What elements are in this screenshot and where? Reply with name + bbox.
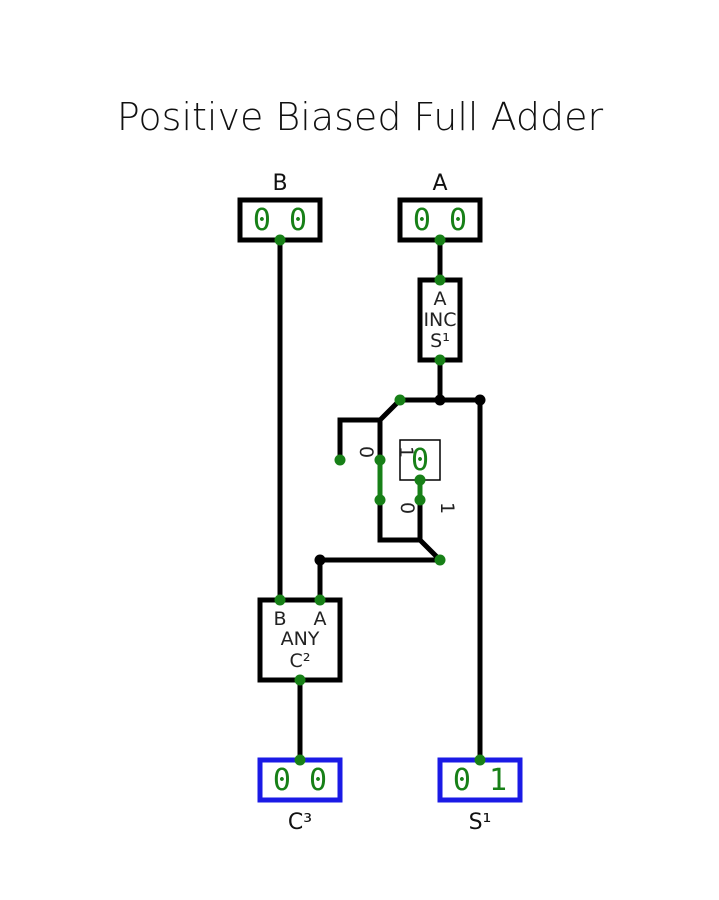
switch-value: 0 [411,443,429,478]
junction-any-a [314,554,326,566]
pins [274,234,486,766]
page-title: Positive Biased Full Adder [117,95,604,139]
input-a-value: 0 0 [413,203,467,238]
pin-any-a [314,594,326,606]
input-b-box[interactable] [237,197,323,243]
pin-any-out [294,674,306,686]
pin-inc-in [434,274,446,286]
wire-switch-out [377,500,442,562]
junction-s1-branch [474,394,486,406]
switch-label-top-0: 0 [355,446,377,458]
switch-label-bottom-0: 0 [396,502,418,514]
pin-switch-in0 [374,454,386,466]
inc-gate[interactable]: A INC S¹ [417,277,463,363]
junction-inc-bus [434,394,446,406]
wires [277,240,483,760]
inc-gate-input-label: A [434,288,447,310]
pin-switch-sel [414,474,426,486]
pin-switch-out1 [414,494,426,506]
output-s1-value: 0 1 [453,763,507,798]
output-s1-label: S¹ [469,810,492,835]
pin-inc-out [434,354,446,366]
output-s1: 0 1 S¹ [437,757,523,835]
input-a-label: A [432,171,447,196]
any-gate[interactable]: B A ANY C² [257,597,343,683]
pin-switch-out0 [374,494,386,506]
pin-b-out [274,234,286,246]
inc-gate-output-label: S¹ [430,330,450,352]
input-b-value: 0 0 [253,203,307,238]
switch[interactable]: 0 0 1 0 1 [355,439,458,514]
any-gate-body[interactable] [257,597,343,683]
switch-label-bottom-1: 1 [436,502,458,514]
pin-any-b [274,594,286,606]
pin-switch-merge [434,554,446,566]
any-gate-input-a-label: A [314,608,327,630]
inc-gate-name: INC [423,309,456,331]
any-gate-name: ANY [281,628,320,650]
any-gate-output-label: C² [290,650,311,672]
pin-const [334,454,346,466]
any-gate-input-b-label: B [273,608,286,630]
wire-to-any-a [317,557,440,600]
output-c3: 0 0 C³ [257,757,343,835]
pin-bus-left [394,394,406,406]
input-a[interactable]: A 0 0 [397,171,483,243]
input-b[interactable]: B 0 0 [237,171,323,243]
switch-label-top-1: 1 [395,446,417,458]
output-c3-label: C³ [288,810,312,835]
output-c3-value: 0 0 [273,763,327,798]
output-c3-box [257,757,343,803]
pin-s1-in [474,754,486,766]
inc-gate-body[interactable] [417,277,463,363]
wire-const-stub [337,417,380,460]
input-b-label: B [272,171,287,196]
pin-a-out [434,234,446,246]
pin-c3-in [294,754,306,766]
